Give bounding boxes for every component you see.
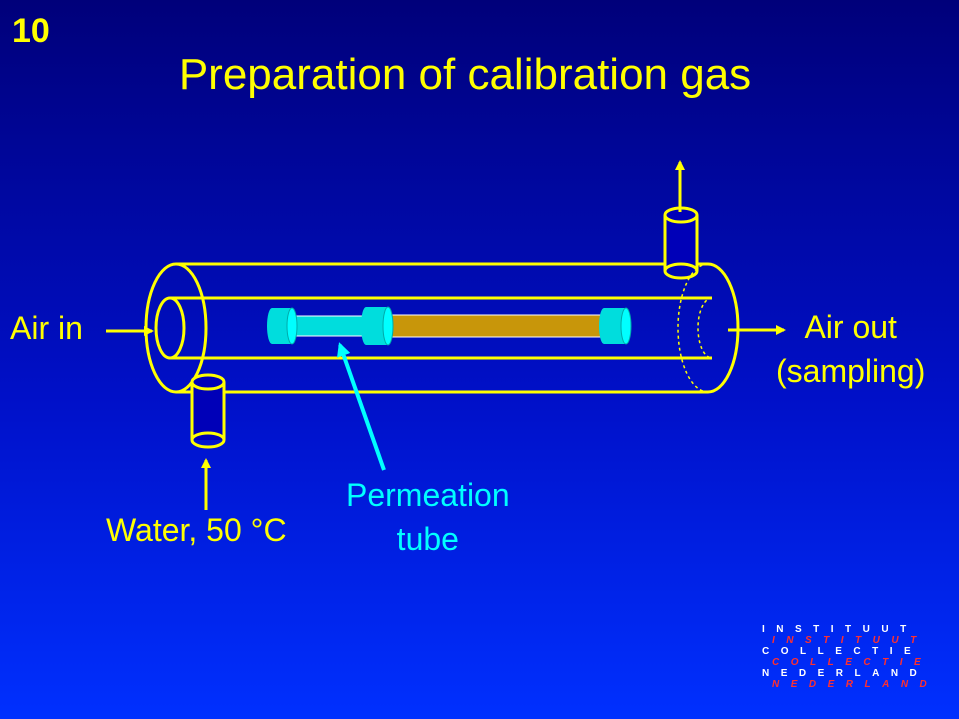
institute-logo: INSTITUUT INSTITUUT COLLECTIE COLLECTIE … (762, 624, 938, 690)
logo-line-3: COLLECTIE (762, 646, 923, 657)
flow-arrows (106, 160, 786, 510)
outlet-port (663, 206, 699, 280)
end-cap-right (599, 307, 632, 345)
water-label: Water, 50 °C (106, 512, 287, 548)
slide-number: 10 (12, 12, 50, 50)
permeation-tube-label: Permeation tube (346, 473, 510, 561)
slide-title: Preparation of calibration gas (178, 50, 752, 99)
logo-line-1: INSTITUUT (762, 624, 918, 635)
inner-air-tube (154, 296, 713, 360)
air-in-label: Air in (10, 310, 83, 346)
logo-line-5: NEDERLAND (762, 668, 929, 679)
logo-line-2: INSTITUUT (772, 635, 928, 646)
permeation-tube-assembly (267, 306, 632, 346)
permeation-line2: tube (396, 521, 459, 557)
air-out-label: Air out (sampling) (776, 305, 925, 393)
air-out-line2: (sampling) (776, 353, 926, 389)
logo-line-6: NEDERLAND (772, 679, 939, 690)
logo-line-4: COLLECTIE (772, 657, 933, 668)
water-inlet-port (190, 373, 226, 449)
air-out-line1: Air out (804, 309, 897, 345)
permeation-pointer-arrow (337, 342, 386, 471)
outer-jacket (144, 262, 740, 394)
end-cap-left (267, 307, 298, 345)
end-cap-middle (361, 306, 394, 346)
permeation-line1: Permeation (346, 477, 510, 513)
